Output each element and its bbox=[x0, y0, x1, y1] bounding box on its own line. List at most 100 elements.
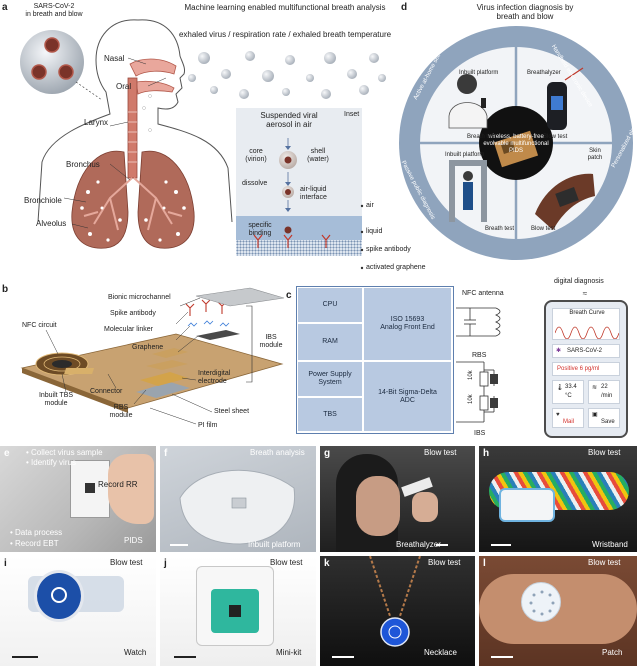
inset-interface-label: air-liquid interface bbox=[300, 186, 327, 201]
chip-cpu: CPU bbox=[297, 287, 363, 323]
inset-shell-label: shell (water) bbox=[307, 148, 329, 163]
ibs-sensor-icon bbox=[490, 398, 498, 408]
respiratory-system-illustration bbox=[37, 19, 233, 249]
wristband-device-icon bbox=[499, 488, 555, 522]
panel-b: b bbox=[0, 282, 292, 442]
skin-patch-icon bbox=[521, 582, 561, 622]
label-graphene: Graphene bbox=[132, 344, 164, 351]
res2-label: 10k bbox=[468, 394, 474, 404]
temperature-unit: °C bbox=[565, 393, 572, 399]
right-lung-icon bbox=[137, 150, 195, 249]
heart-icon: ♥ bbox=[556, 412, 560, 418]
minikit-sensor-icon bbox=[211, 589, 259, 633]
photo-k bbox=[320, 556, 475, 666]
bullet-ebt: • Record EBT bbox=[10, 539, 59, 548]
label-linker: Molecular linker bbox=[104, 326, 154, 333]
panel-f-caption: Inbuilt platform bbox=[248, 540, 301, 549]
tl-platform: Inbuilt platform bbox=[459, 70, 499, 76]
panel-h-title: Blow test bbox=[588, 448, 621, 457]
temperature-value: 33.4 bbox=[565, 384, 577, 390]
photo-l bbox=[479, 556, 637, 666]
necklace-pendant-icon bbox=[380, 617, 410, 647]
sensor-circuit bbox=[456, 307, 501, 423]
panel-g-label: g bbox=[324, 448, 331, 459]
nfc-antenna-label: NFC antenna bbox=[462, 290, 504, 297]
panel-e-label: e bbox=[4, 448, 10, 459]
panel-l-title: Blow test bbox=[588, 558, 621, 567]
scale-bar-f bbox=[170, 544, 188, 546]
walkthrough-gate-icon bbox=[449, 160, 487, 222]
label-pi: PI film bbox=[198, 422, 218, 429]
molecular-linker-icons bbox=[187, 320, 230, 327]
breath-curve-card: Breath Curve bbox=[552, 308, 620, 340]
label-bronchiole: Bronchiole bbox=[24, 196, 62, 205]
breath-curve-plot bbox=[555, 326, 619, 339]
virus-label: SARS-CoV-2 in breath and blow bbox=[25, 3, 83, 18]
minikit-box bbox=[196, 566, 274, 646]
panel-k-caption: Necklace bbox=[424, 648, 457, 657]
label-nfc: NFC circuit bbox=[22, 322, 57, 329]
pids-caption: PIDS bbox=[124, 536, 143, 545]
label-rbs: RBS module bbox=[109, 404, 133, 419]
photo-e bbox=[0, 446, 156, 552]
scale-bar-g bbox=[436, 544, 448, 546]
label-bronchus: Bronchus bbox=[66, 160, 100, 169]
liquid-layer bbox=[236, 216, 362, 240]
pids-exploded-view bbox=[20, 287, 285, 425]
ibs-label: IBS bbox=[474, 430, 486, 437]
antenna-coil-icon bbox=[495, 307, 501, 337]
panel-h-caption: Wristband bbox=[592, 540, 628, 549]
interdigital-electrode bbox=[140, 372, 188, 386]
panel-k-label: k bbox=[324, 558, 330, 569]
photo-j bbox=[160, 556, 316, 666]
res1-label: 10k bbox=[468, 370, 474, 380]
panel-g-title: Blow test bbox=[424, 448, 457, 457]
save-label: Save bbox=[601, 419, 615, 425]
panel-b-label: b bbox=[2, 284, 9, 295]
panel-h-label: h bbox=[483, 448, 490, 459]
panel-c-label: c bbox=[286, 290, 292, 301]
bullet-collect: • Collect virus sample bbox=[26, 448, 103, 457]
virus-bubble bbox=[20, 30, 103, 101]
necklace-illustration bbox=[369, 556, 421, 647]
panel-k-title: Blow test bbox=[428, 558, 461, 567]
center-caption: wireless, battery-free evolvable multifu… bbox=[483, 134, 549, 154]
hand-icon bbox=[108, 454, 154, 524]
inset-core-label: core (virion) bbox=[245, 148, 267, 163]
bionic-microchannel bbox=[195, 287, 285, 307]
label-nasal: Nasal bbox=[104, 54, 125, 63]
bl-platform: Inbuilt platform bbox=[445, 152, 485, 158]
scale-bar-l bbox=[491, 656, 513, 658]
virus-icon: ✱ bbox=[556, 348, 562, 354]
label-larynx: Larynx bbox=[84, 118, 109, 127]
mail-label: Mail bbox=[563, 419, 575, 425]
label-spike: Spike antibody bbox=[110, 310, 156, 317]
panel-a-title: Machine learning enabled multifunctional… bbox=[184, 3, 386, 12]
layer-air-label: air bbox=[366, 202, 374, 209]
skin-patch-wrist-icon bbox=[535, 173, 595, 230]
scale-bar-j bbox=[174, 656, 196, 658]
panel-d-title: Virus infection diagnosis by breath and … bbox=[476, 3, 574, 21]
phone-frame: Breath Curve ✱ SARS-CoV-2 Positive 6 pg/… bbox=[544, 300, 628, 438]
mail-button[interactable]: ♥ Mail bbox=[552, 408, 584, 428]
save-button[interactable]: ▣ Save bbox=[588, 408, 620, 428]
graphene-patch bbox=[196, 330, 240, 340]
mask-icon bbox=[179, 469, 296, 545]
digital-diagnosis-label: digital diagnosis bbox=[554, 278, 604, 285]
panel-l-label: l bbox=[483, 558, 486, 569]
label-alveolus: Alveolus bbox=[36, 219, 67, 228]
rbs-sensor-icon bbox=[490, 374, 498, 384]
label-steel: Steel sheet bbox=[214, 408, 250, 415]
panel-a: a SARS-CoV-2 in breath and blow bbox=[0, 0, 426, 282]
br-test: Blow test bbox=[531, 226, 556, 232]
bullet-identify: • Identify virus bbox=[26, 458, 76, 467]
panel-a-subtitle: exhaled virus / respiration rate / exhal… bbox=[178, 30, 392, 39]
label-tbs: Inbuilt TBS module bbox=[38, 392, 74, 407]
chip-tbs: TBS bbox=[297, 397, 363, 432]
inset-illustration bbox=[253, 138, 331, 248]
rbs-label: RBS bbox=[472, 352, 487, 359]
